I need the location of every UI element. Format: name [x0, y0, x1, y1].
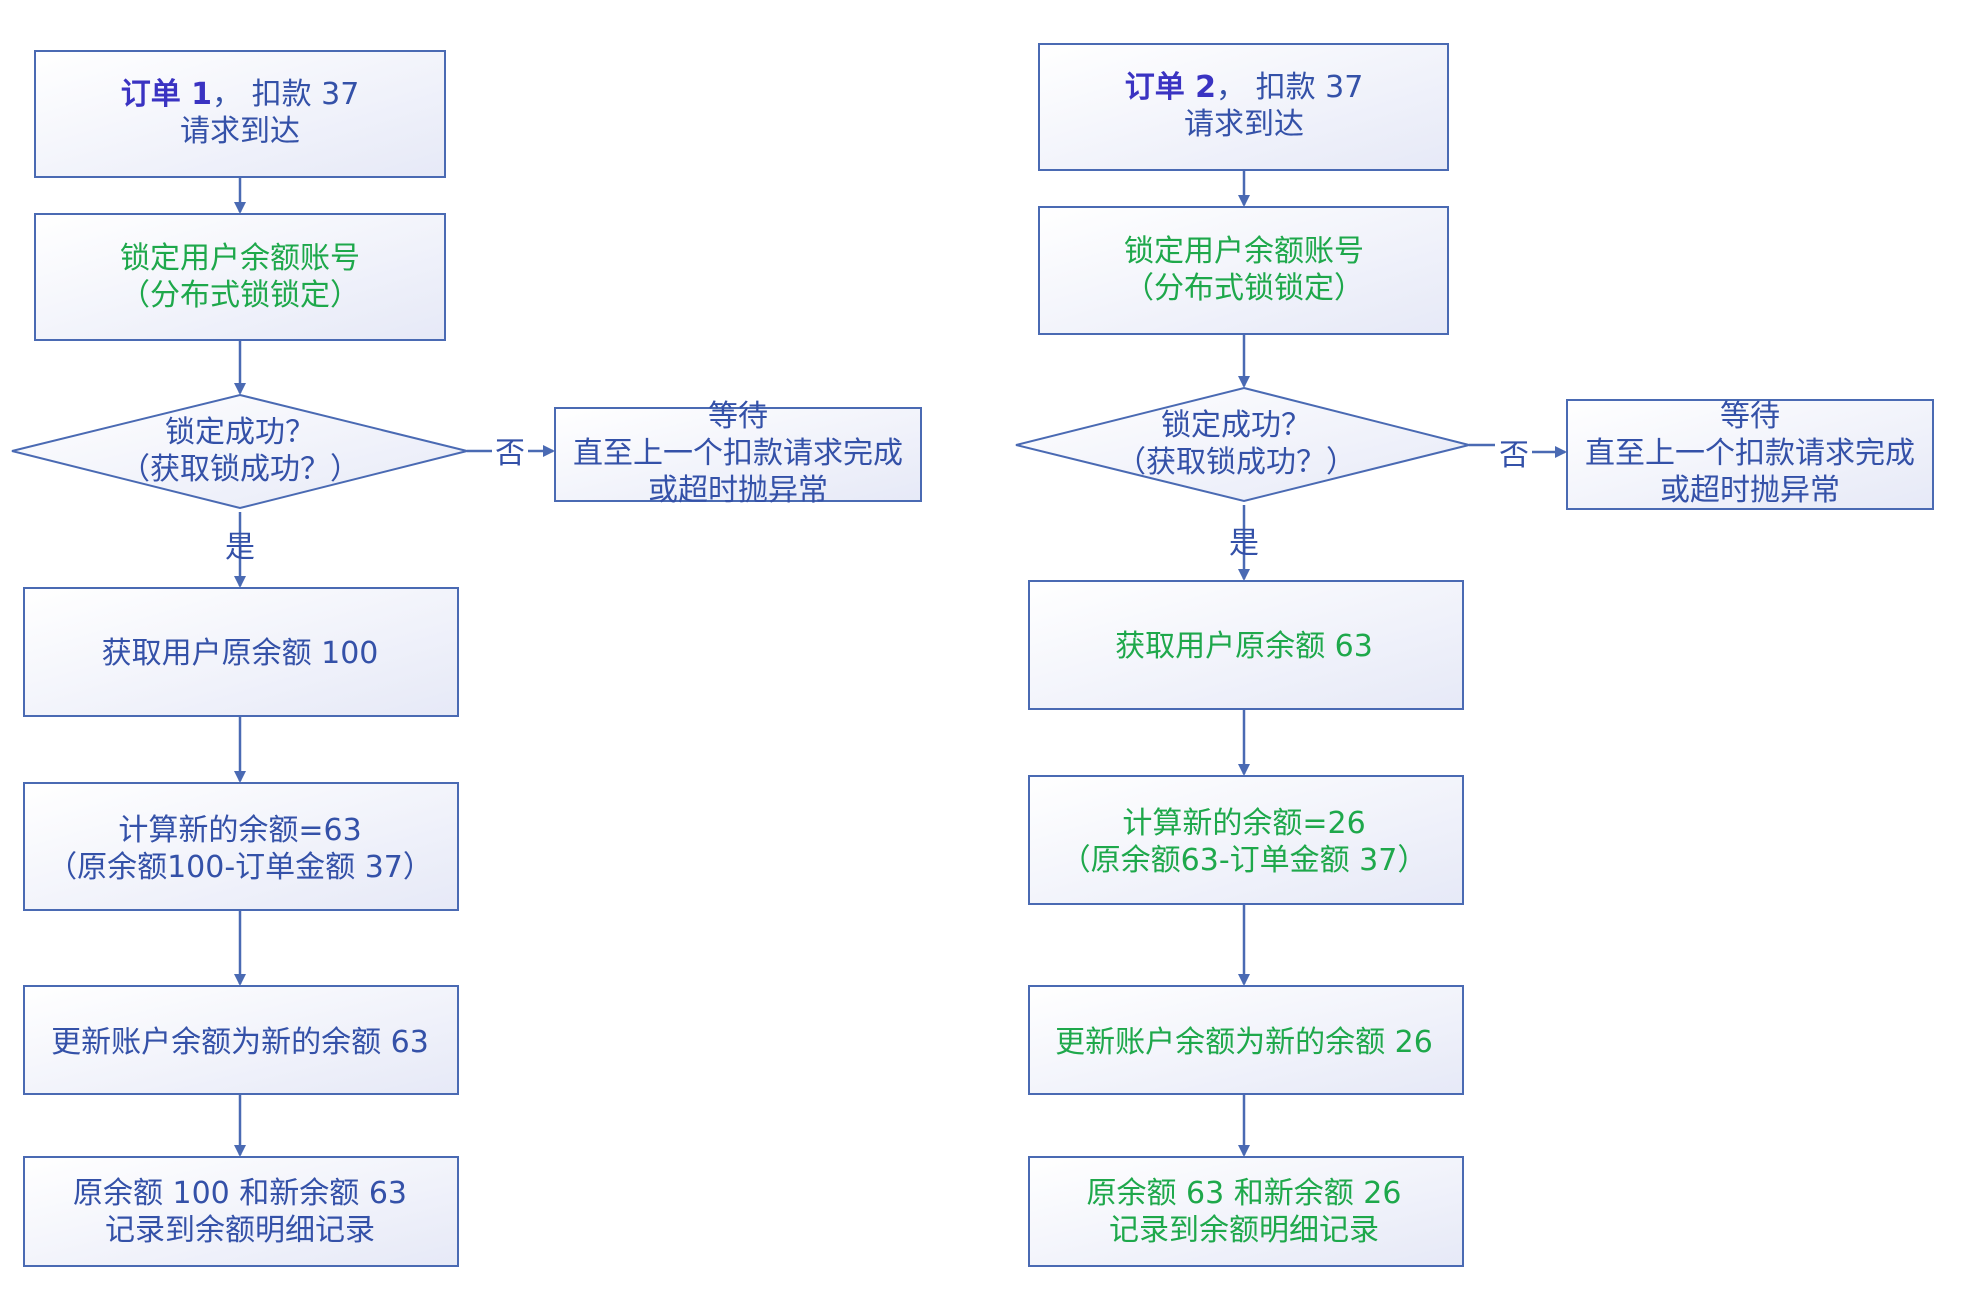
svg-text:订单 2， 扣款 37: 订单 2， 扣款 37	[1125, 70, 1364, 105]
right-calc-box	[1028, 775, 1464, 905]
left-update-text: 更新账户余额为新的余额 63	[51, 1025, 429, 1060]
right-order-title: 订单 2	[1125, 70, 1216, 105]
left-calc-line2: （原余额100-订单金额 37）	[47, 850, 433, 885]
right-yes-label: 是	[1229, 526, 1259, 561]
right-wait-box	[1566, 399, 1934, 510]
left-record-line1: 原余额 100 和新余额 63	[73, 1176, 407, 1211]
right-decision-line1: 锁定成功？	[1161, 408, 1311, 443]
left-record-line2: 记录到余额明细记录	[105, 1213, 375, 1248]
right-no-label: 否	[1499, 438, 1529, 473]
left-yes-label: 是	[225, 530, 255, 565]
left-order-title: 订单 1	[121, 77, 212, 112]
left-order-box	[34, 50, 446, 178]
svg-text:订单 1， 扣款 37: 订单 1， 扣款 37	[121, 77, 360, 112]
left-update-box	[23, 985, 459, 1095]
right-order-box	[1038, 43, 1449, 171]
right-wait-line2: 直至上一个扣款请求完成	[1585, 436, 1915, 471]
right-wait-line3: 或超时抛异常	[1660, 473, 1840, 508]
right-decision-line2: （获取锁成功？）	[1116, 445, 1356, 480]
left-flow: 订单 1， 扣款 37 请求到达 锁定用户余额账号 （分布式锁锁定） 锁定成功？…	[11, 50, 922, 1267]
left-get-balance-box	[23, 587, 459, 717]
right-lock-line2: （分布式锁锁定）	[1124, 271, 1364, 306]
left-calc-box	[23, 782, 459, 911]
left-wait-line3: 或超时抛异常	[648, 473, 828, 508]
left-record-box	[23, 1156, 459, 1267]
left-decision-line2: （获取锁成功？）	[120, 452, 360, 487]
left-calc-line1: 计算新的余额=63	[118, 813, 361, 848]
left-order-amount: ， 扣款 37	[212, 77, 359, 112]
left-wait-line1: 等待	[708, 399, 768, 434]
right-get-balance-box	[1028, 580, 1464, 710]
right-update-box	[1028, 985, 1464, 1095]
left-no-label: 否	[495, 436, 525, 471]
right-record-box	[1028, 1156, 1464, 1267]
right-record-line1: 原余额 63 和新余额 26	[1087, 1176, 1402, 1211]
right-wait-line1: 等待	[1720, 399, 1780, 434]
left-get-balance-text: 获取用户原余额 100	[102, 636, 379, 671]
left-request-label: 请求到达	[180, 114, 300, 149]
left-lock-line2: （分布式锁锁定）	[120, 278, 360, 313]
left-decision-diamond	[11, 393, 468, 510]
right-get-balance-text: 获取用户原余额 63	[1115, 629, 1373, 664]
left-lock-line1: 锁定用户余额账号	[120, 241, 360, 276]
right-calc-line1: 计算新的余额=26	[1122, 806, 1365, 841]
left-decision-line1: 锁定成功？	[165, 415, 315, 450]
left-wait-box	[554, 407, 922, 502]
right-lock-box	[1038, 206, 1449, 335]
right-calc-line2: （原余额63-订单金额 37）	[1061, 843, 1428, 878]
right-order-amount: ， 扣款 37	[1216, 70, 1363, 105]
right-request-label: 请求到达	[1184, 107, 1304, 142]
right-lock-line1: 锁定用户余额账号	[1124, 234, 1364, 269]
left-wait-line2: 直至上一个扣款请求完成	[573, 436, 903, 471]
right-record-line2: 记录到余额明细记录	[1109, 1213, 1379, 1248]
left-lock-box	[34, 213, 446, 341]
right-flow: 订单 2， 扣款 37 请求到达 锁定用户余额账号 （分布式锁锁定） 锁定成功？…	[1015, 43, 1934, 1267]
right-update-text: 更新账户余额为新的余额 26	[1055, 1025, 1433, 1060]
right-decision-diamond	[1015, 386, 1470, 503]
